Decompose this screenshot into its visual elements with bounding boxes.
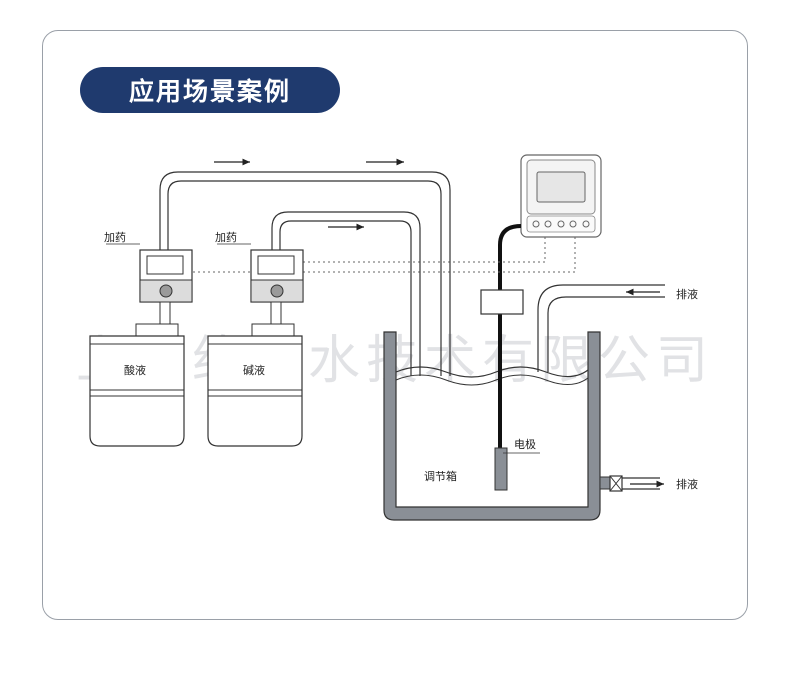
drain-label-bottom: 排液 [676, 477, 698, 491]
tank-label: 调节箱 [424, 469, 457, 483]
dosing-label-right: 加药 [215, 231, 237, 244]
flow-arrows [214, 158, 404, 231]
section-title: 应用场景案例 [80, 67, 340, 113]
electrode [480, 224, 540, 491]
alkali-label: 碱液 [243, 363, 265, 377]
controller-screen [536, 171, 586, 203]
dosing-label-left: 加药 [104, 231, 126, 244]
ph-controller [520, 154, 602, 238]
inlet-pipe [537, 284, 665, 372]
dosing-pump-right [250, 249, 304, 325]
acid-label: 酸液 [124, 363, 146, 377]
regulating-tank [383, 331, 601, 521]
dosing-pipes [159, 171, 451, 376]
alkali-barrel [207, 323, 303, 447]
drain-label-top: 排液 [676, 287, 698, 301]
outlet-pipe [599, 475, 664, 492]
dosing-pump-left [139, 249, 193, 325]
signal-lines [190, 237, 576, 273]
acid-barrel [89, 323, 185, 447]
electrode-label: 电极 [514, 437, 536, 451]
